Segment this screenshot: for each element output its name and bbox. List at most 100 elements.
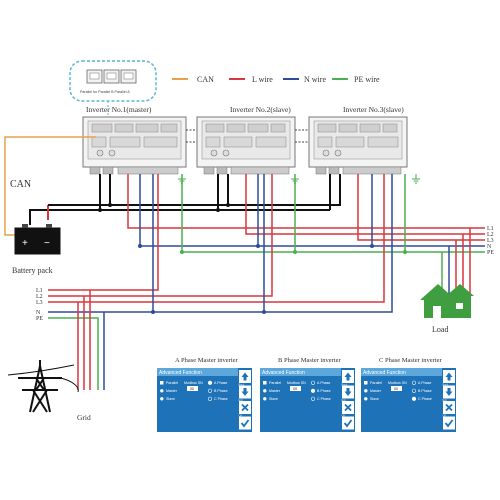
battery-label: Battery pack [12, 266, 53, 275]
phase-option-label: C Phase [317, 397, 331, 401]
panel-side-label: OK [443, 414, 447, 418]
terminal-block-icon [359, 123, 381, 133]
panel-side-button[interactable] [443, 416, 455, 430]
terminal-block-icon [160, 123, 178, 133]
load-house-icon [420, 284, 474, 318]
legend-pe-label: PE wire [354, 75, 380, 84]
grid-pe-wire [48, 317, 99, 390]
panel-option-label: Parallel [370, 381, 382, 385]
battery-pack: + − Battery pack [12, 224, 61, 275]
panel-side-label: Back [342, 383, 348, 387]
legend-l-label: L wire [252, 75, 273, 84]
up-arrow-icon [241, 372, 249, 381]
battery-icon [14, 227, 61, 255]
radio-button[interactable] [263, 389, 267, 393]
inverter-3-label: Inverter No.3(slave) [343, 105, 404, 114]
radio-button[interactable] [364, 389, 368, 393]
panel-side-button[interactable] [239, 416, 251, 430]
phase-option-label: C Phase [214, 397, 228, 401]
panel-header [157, 368, 238, 376]
modbus-input[interactable] [290, 386, 301, 391]
grid-junctions [151, 310, 266, 314]
panel-header [361, 368, 442, 376]
grid-line-label: L2 [36, 294, 43, 300]
terminal-block-icon [114, 123, 134, 133]
grid-bus [48, 174, 393, 390]
battery-plus: + [22, 238, 28, 249]
terminal-block-icon [317, 123, 337, 133]
panel-side-label: Back [443, 383, 449, 387]
down-arrow-icon [344, 388, 352, 396]
modbus-label: Modbus SN [388, 381, 407, 385]
grid-l2-wire [48, 174, 273, 297]
parallel-comm-links [186, 129, 309, 143]
phase-radio[interactable] [207, 396, 213, 401]
check-icon [240, 419, 250, 428]
modbus-label: Modbus SN [184, 381, 203, 385]
panel-side-label: Back [239, 383, 245, 387]
panel-option-label: Parallel [269, 381, 281, 385]
modbus-input[interactable] [391, 386, 402, 391]
phase-radio[interactable] [411, 396, 417, 401]
close-icon [241, 403, 249, 412]
close-icon [445, 403, 453, 412]
panel-side-label: Exit [239, 398, 244, 402]
phase-radio[interactable] [310, 380, 316, 385]
terminal-block-icon [91, 136, 107, 148]
grid-label: Grid [77, 413, 91, 422]
close-icon [344, 403, 352, 412]
phase-radio[interactable] [411, 388, 417, 393]
panel-header-title: Advanced Function [262, 370, 305, 376]
grid-l3-wire [48, 174, 385, 303]
load-line-label: PE [487, 250, 494, 256]
phase-radio[interactable] [411, 380, 417, 385]
checkbox-checked[interactable] [263, 381, 267, 385]
load-junctions [138, 244, 407, 254]
load-l1-wire [127, 174, 485, 229]
grid-line-label: N [36, 310, 41, 316]
grid-n-wire [48, 174, 393, 313]
radio-button[interactable] [160, 397, 164, 401]
legend-can-label: CAN [197, 75, 214, 84]
rj45-port-icon [123, 72, 134, 80]
modbus-input[interactable] [187, 386, 198, 391]
phase-radio[interactable] [310, 388, 316, 393]
load-line-label: L1 [487, 226, 494, 232]
load-l3-wire [357, 174, 485, 241]
phase-option-label: A Phase [214, 381, 227, 385]
panel-header [260, 368, 341, 376]
phase-panel-caption: A Phase Master inverter [175, 357, 238, 364]
phase-radio[interactable] [207, 388, 213, 393]
checkbox-checked[interactable] [364, 381, 368, 385]
panel-option-label: Parallel [166, 381, 178, 385]
phase-radio[interactable] [207, 380, 213, 385]
panel-side-button[interactable] [342, 416, 354, 430]
modbus-label: Modbus SN [287, 381, 306, 385]
phase-panel-caption: B Phase Master inverter [278, 357, 341, 364]
radio-button[interactable] [364, 397, 368, 401]
panel-option-label: Slave [269, 397, 278, 401]
panel-side-label: OK [342, 414, 346, 418]
legend-n-label: N wire [304, 75, 326, 84]
phase-radio[interactable] [310, 396, 316, 401]
load-line-labels: L1 L2 L3 N PE [487, 226, 494, 256]
modbus-value: 00 [190, 387, 194, 391]
radio-button[interactable] [263, 397, 267, 401]
phase-option-label: B Phase [418, 389, 432, 393]
parallel-port-callout: Parallel for Parallel B Parallel A [69, 60, 157, 120]
radio-button[interactable] [160, 389, 164, 393]
load-line-label: L3 [487, 238, 494, 244]
grid-line-label: L1 [36, 288, 43, 294]
load-line-label: L2 [487, 232, 494, 238]
rj45-port-icon [106, 72, 117, 80]
checkbox-checked[interactable] [160, 381, 164, 385]
terminal-block-icon [338, 123, 358, 133]
grid-line-label: PE [36, 316, 43, 322]
down-arrow-icon [241, 388, 249, 396]
can-label: CAN [10, 179, 31, 190]
terminal-block-icon [223, 136, 253, 148]
panel-side-label: Exit [443, 398, 448, 402]
